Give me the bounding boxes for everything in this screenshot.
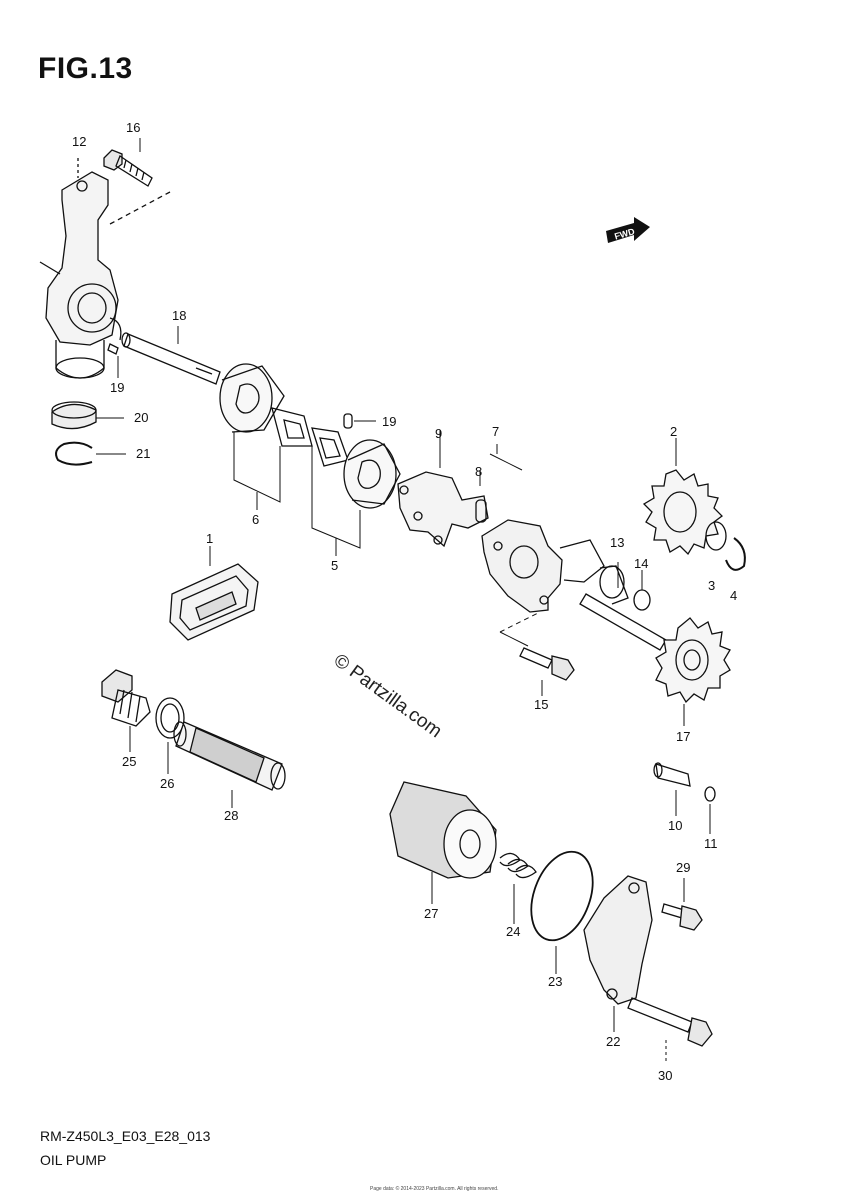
callout-25: 25 [122, 754, 136, 769]
part-3-washer [705, 521, 727, 551]
part-11-ring [704, 786, 716, 802]
figure-title: FIG.13 [38, 52, 133, 85]
callout-18: 18 [172, 308, 186, 323]
section-title: OIL PUMP [40, 1152, 107, 1168]
part-25-plug [101, 669, 151, 727]
part-24-spring [499, 852, 537, 879]
part-27-oil-filter [389, 781, 497, 879]
part-23-oring [530, 850, 594, 942]
callout-26: 26 [160, 776, 174, 791]
part-19-pin-a [107, 343, 119, 355]
callout-11: 11 [704, 836, 718, 851]
callout-21: 21 [136, 446, 150, 461]
part-8-dowel [475, 499, 487, 523]
callout-8: 8 [475, 464, 482, 479]
callout-19a: 19 [110, 380, 124, 395]
part-20-cap [51, 401, 97, 430]
callout-20: 20 [134, 410, 148, 425]
callout-labels: 1 2 3 4 5 6 7 8 9 10 11 12 13 14 15 16 1… [72, 120, 737, 1083]
part-21-circlip [55, 441, 93, 466]
part-4-circlip [725, 537, 746, 571]
callout-15: 15 [534, 697, 548, 712]
part-5-rotor [311, 427, 401, 509]
part-14-washer [633, 589, 651, 611]
callout-24: 24 [506, 924, 520, 939]
part-29-bolt [661, 903, 703, 931]
callout-17: 17 [676, 729, 690, 744]
callout-1: 1 [206, 531, 213, 546]
callout-4: 4 [730, 588, 737, 603]
part-28-strainer [173, 721, 286, 791]
callout-19b: 19 [382, 414, 396, 429]
callout-28: 28 [224, 808, 238, 823]
forward-arrow-icon: FWD [604, 215, 652, 254]
callout-3: 3 [708, 578, 715, 593]
part-18-shaft [121, 332, 221, 385]
part-16-bolt [103, 149, 153, 187]
callout-6: 6 [252, 512, 259, 527]
callout-10: 10 [668, 818, 682, 833]
callout-23: 23 [548, 974, 562, 989]
part-22-cover [583, 875, 653, 1005]
fine-print: Page data: © 2014-2023 Partzilla.com. Al… [370, 1186, 499, 1192]
callout-2: 2 [670, 424, 677, 439]
part-19-pin-b [343, 413, 353, 429]
part-9-plate [397, 471, 489, 548]
part-1-gasket [169, 563, 259, 641]
callout-5: 5 [331, 558, 338, 573]
pump-body [481, 519, 629, 613]
callout-14: 14 [634, 556, 648, 571]
callout-7: 7 [492, 424, 499, 439]
callout-16: 16 [126, 120, 140, 135]
part-26-washer [155, 697, 185, 739]
callout-12: 12 [72, 134, 86, 149]
callout-22: 22 [606, 1034, 620, 1049]
part-12-lever [45, 171, 122, 379]
part-17-gear [655, 617, 731, 704]
callout-30: 30 [658, 1068, 672, 1083]
callout-29: 29 [676, 860, 690, 875]
part-2-gear [642, 469, 723, 556]
part-10-fitting [653, 762, 691, 787]
callout-27: 27 [424, 906, 438, 921]
part-13-shaft [579, 593, 667, 651]
callout-9: 9 [435, 426, 442, 441]
part-15-bolt [519, 647, 575, 681]
callout-13: 13 [610, 535, 624, 550]
model-code: RM-Z450L3_E03_E28_013 [40, 1128, 211, 1144]
part-30-bolt [627, 997, 713, 1047]
